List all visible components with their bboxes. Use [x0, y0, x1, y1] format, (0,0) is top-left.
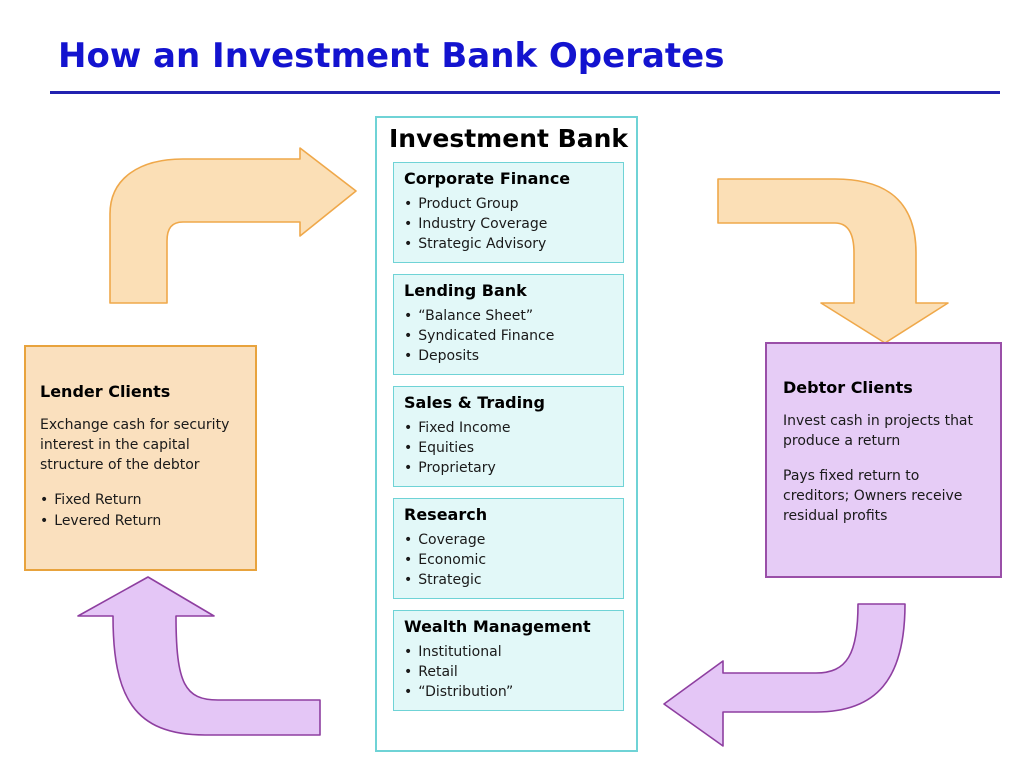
debtor-clients-box[interactable]: Debtor Clients Invest cash in projects t…: [765, 342, 1002, 578]
investment-bank-card-list: Corporate Finance Product Group Industry…: [393, 162, 624, 711]
list-item: Economic: [404, 550, 613, 570]
debtor-clients-title: Debtor Clients: [783, 378, 913, 397]
lender-clients-title: Lender Clients: [40, 382, 171, 401]
card-title: Lending Bank: [404, 281, 527, 300]
list-item: “Balance Sheet”: [404, 306, 613, 326]
bank-to-debtor-arrow: [717, 178, 949, 344]
list-item: Proprietary: [404, 458, 613, 478]
list-item: Retail: [404, 662, 613, 682]
list-item: Fixed Income: [404, 418, 613, 438]
debtor-to-bank-arrow: [663, 603, 906, 747]
lender-clients-box[interactable]: Lender Clients Exchange cash for securit…: [24, 345, 257, 571]
card-item-list: Fixed Income Equities Proprietary: [404, 418, 613, 478]
investment-bank-heading: Investment Bank: [389, 124, 628, 153]
division-card-corporate-finance[interactable]: Corporate Finance Product Group Industry…: [393, 162, 624, 263]
debtor-clients-paragraph-2: Pays fixed return to creditors; Owners r…: [783, 468, 963, 524]
card-item-list: Institutional Retail “Distribution”: [404, 642, 613, 702]
card-title: Research: [404, 505, 488, 524]
list-item: Institutional: [404, 642, 613, 662]
list-item: Industry Coverage: [404, 214, 613, 234]
title-divider: [50, 91, 1000, 94]
investment-bank-panel: Investment Bank Corporate Finance Produc…: [375, 116, 638, 752]
list-item: Levered Return: [40, 511, 239, 532]
lender-to-bank-arrow: [109, 147, 357, 304]
card-title: Sales & Trading: [404, 393, 545, 412]
bank-to-lender-arrow: [77, 576, 321, 736]
division-card-lending-bank[interactable]: Lending Bank “Balance Sheet” Syndicated …: [393, 274, 624, 375]
division-card-wealth-management[interactable]: Wealth Management Institutional Retail “…: [393, 610, 624, 711]
list-item: Deposits: [404, 346, 613, 366]
list-item: “Distribution”: [404, 682, 613, 702]
division-card-research[interactable]: Research Coverage Economic Strategic: [393, 498, 624, 599]
card-title: Corporate Finance: [404, 169, 571, 188]
list-item: Strategic Advisory: [404, 234, 613, 254]
division-card-sales-and-trading[interactable]: Sales & Trading Fixed Income Equities Pr…: [393, 386, 624, 487]
list-item: Coverage: [404, 530, 613, 550]
list-item: Syndicated Finance: [404, 326, 613, 346]
list-item: Equities: [404, 438, 613, 458]
card-item-list: Coverage Economic Strategic: [404, 530, 613, 590]
card-item-list: Product Group Industry Coverage Strategi…: [404, 194, 613, 254]
lender-clients-description: Exchange cash for security interest in t…: [40, 417, 230, 473]
lender-clients-list: Fixed Return Levered Return: [40, 490, 239, 532]
card-title: Wealth Management: [404, 617, 591, 636]
card-item-list: “Balance Sheet” Syndicated Finance Depos…: [404, 306, 613, 366]
debtor-clients-paragraph-1: Invest cash in projects that produce a r…: [783, 413, 974, 449]
page-title: How an Investment Bank Operates: [58, 36, 725, 76]
list-item: Product Group: [404, 194, 613, 214]
list-item: Fixed Return: [40, 490, 239, 511]
list-item: Strategic: [404, 570, 613, 590]
